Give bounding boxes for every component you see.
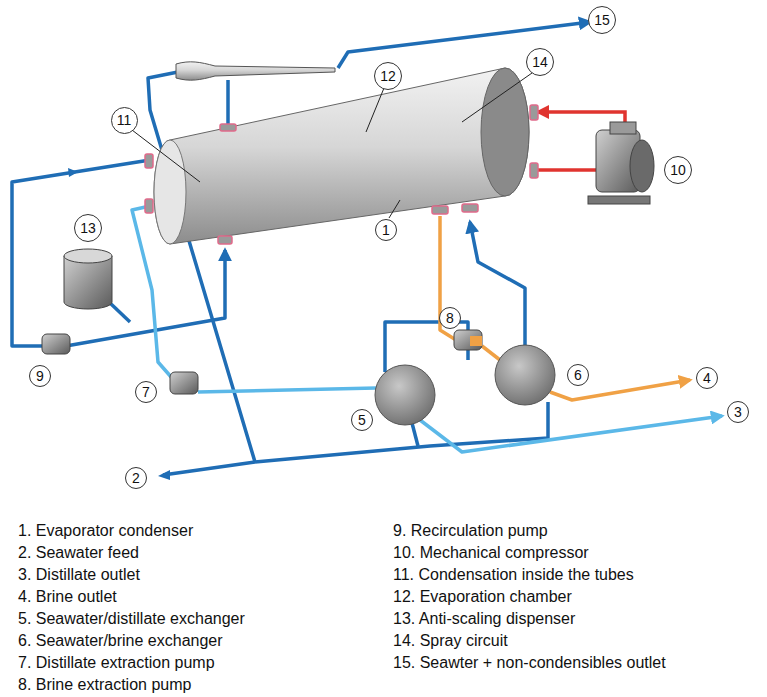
pump-outlet: [470, 336, 482, 346]
drawing-part: [226, 80, 230, 128]
drawing-part: [412, 423, 418, 446]
key-item: 3. Distillate outlet: [18, 565, 140, 585]
key-item: 1. Evaporator condenser: [18, 521, 193, 541]
callout-number: 9: [29, 365, 51, 387]
brine-pipes: [440, 216, 690, 400]
drawing-part: [462, 73, 532, 122]
distillate-pipes: [132, 206, 722, 452]
drawing-part: [145, 199, 153, 213]
drawing-part: [198, 388, 376, 392]
ejector: [176, 62, 335, 80]
callout-number: 1: [375, 219, 397, 241]
drawing-part: [132, 130, 200, 182]
drawing-part: [420, 416, 722, 452]
callout-number: 7: [135, 381, 157, 403]
callout-number: 11: [111, 107, 138, 134]
drawing-part: [482, 346, 500, 360]
leader-lines: [132, 73, 532, 218]
callout-number: 10: [664, 156, 692, 184]
evaporator-shell: [154, 68, 529, 244]
drawing-part: [538, 168, 596, 172]
drawing-part: [454, 330, 482, 350]
key-item: 2. Seawater feed: [18, 543, 139, 563]
callout-number: 12: [374, 62, 402, 90]
drawing-part: [12, 160, 150, 346]
drawing-part: [64, 249, 112, 263]
callout-number: 4: [696, 367, 718, 389]
key-item: 4. Brine outlet: [18, 587, 117, 607]
key-item: 8. Brine extraction pump: [18, 675, 191, 695]
drawing-part: [432, 206, 448, 214]
anti-scaling-tank: [64, 249, 112, 309]
drawing-part: [366, 88, 384, 132]
exchanger: [495, 345, 555, 405]
key-item: 15. Seawter + non-condensibles outlet: [393, 653, 666, 673]
callout-number: 5: [351, 409, 373, 431]
drawing-part: [588, 196, 650, 204]
drawing-part: [163, 462, 255, 475]
callout-number: 6: [567, 364, 589, 386]
drawing-part: [145, 154, 153, 168]
drawing-part: [220, 124, 236, 131]
key-item: 14. Spray circuit: [393, 631, 508, 651]
drawing-part: [462, 204, 478, 212]
key-item: 5. Seawater/distillate exchanger: [18, 609, 245, 629]
drawing-part: [470, 222, 525, 347]
drawing-part: [42, 334, 70, 354]
flow-arrow: [158, 470, 170, 480]
callout-number: 2: [125, 467, 147, 489]
key-item: 10. Mechanical compressor: [393, 543, 589, 563]
drawing-part: [218, 236, 232, 244]
shell-end: [154, 140, 186, 244]
drawing-part: [630, 140, 654, 192]
callout-number: 8: [439, 307, 461, 329]
exchanger: [375, 365, 435, 425]
drawing-part: [530, 105, 538, 120]
callout-number: 3: [727, 401, 749, 423]
callout-number: 15: [588, 6, 616, 34]
key-item: 7. Distillate extraction pump: [18, 653, 215, 673]
callout-number: 14: [526, 48, 554, 76]
drawing-part: [389, 200, 400, 218]
drawing-part: [610, 122, 636, 134]
key-item: 13. Anti-scaling dispenser: [393, 609, 575, 629]
shell-end: [481, 68, 529, 196]
drawing-part: [170, 372, 198, 394]
flow-arrow: [68, 168, 78, 177]
key-item: 12. Evaporation chamber: [393, 587, 572, 607]
callout-number: 13: [74, 214, 102, 242]
drawing-part: [64, 256, 112, 309]
mechanical-compressor: [588, 122, 654, 204]
flanges: [145, 105, 538, 244]
drawing-part: [530, 163, 538, 178]
key-item: 9. Recirculation pump: [393, 521, 548, 541]
key-item: 6. Seawater/brine exchanger: [18, 631, 223, 651]
seawater-pipes: [12, 0, 712, 475]
key-item: 11. Condensation inside the tubes: [393, 565, 634, 585]
